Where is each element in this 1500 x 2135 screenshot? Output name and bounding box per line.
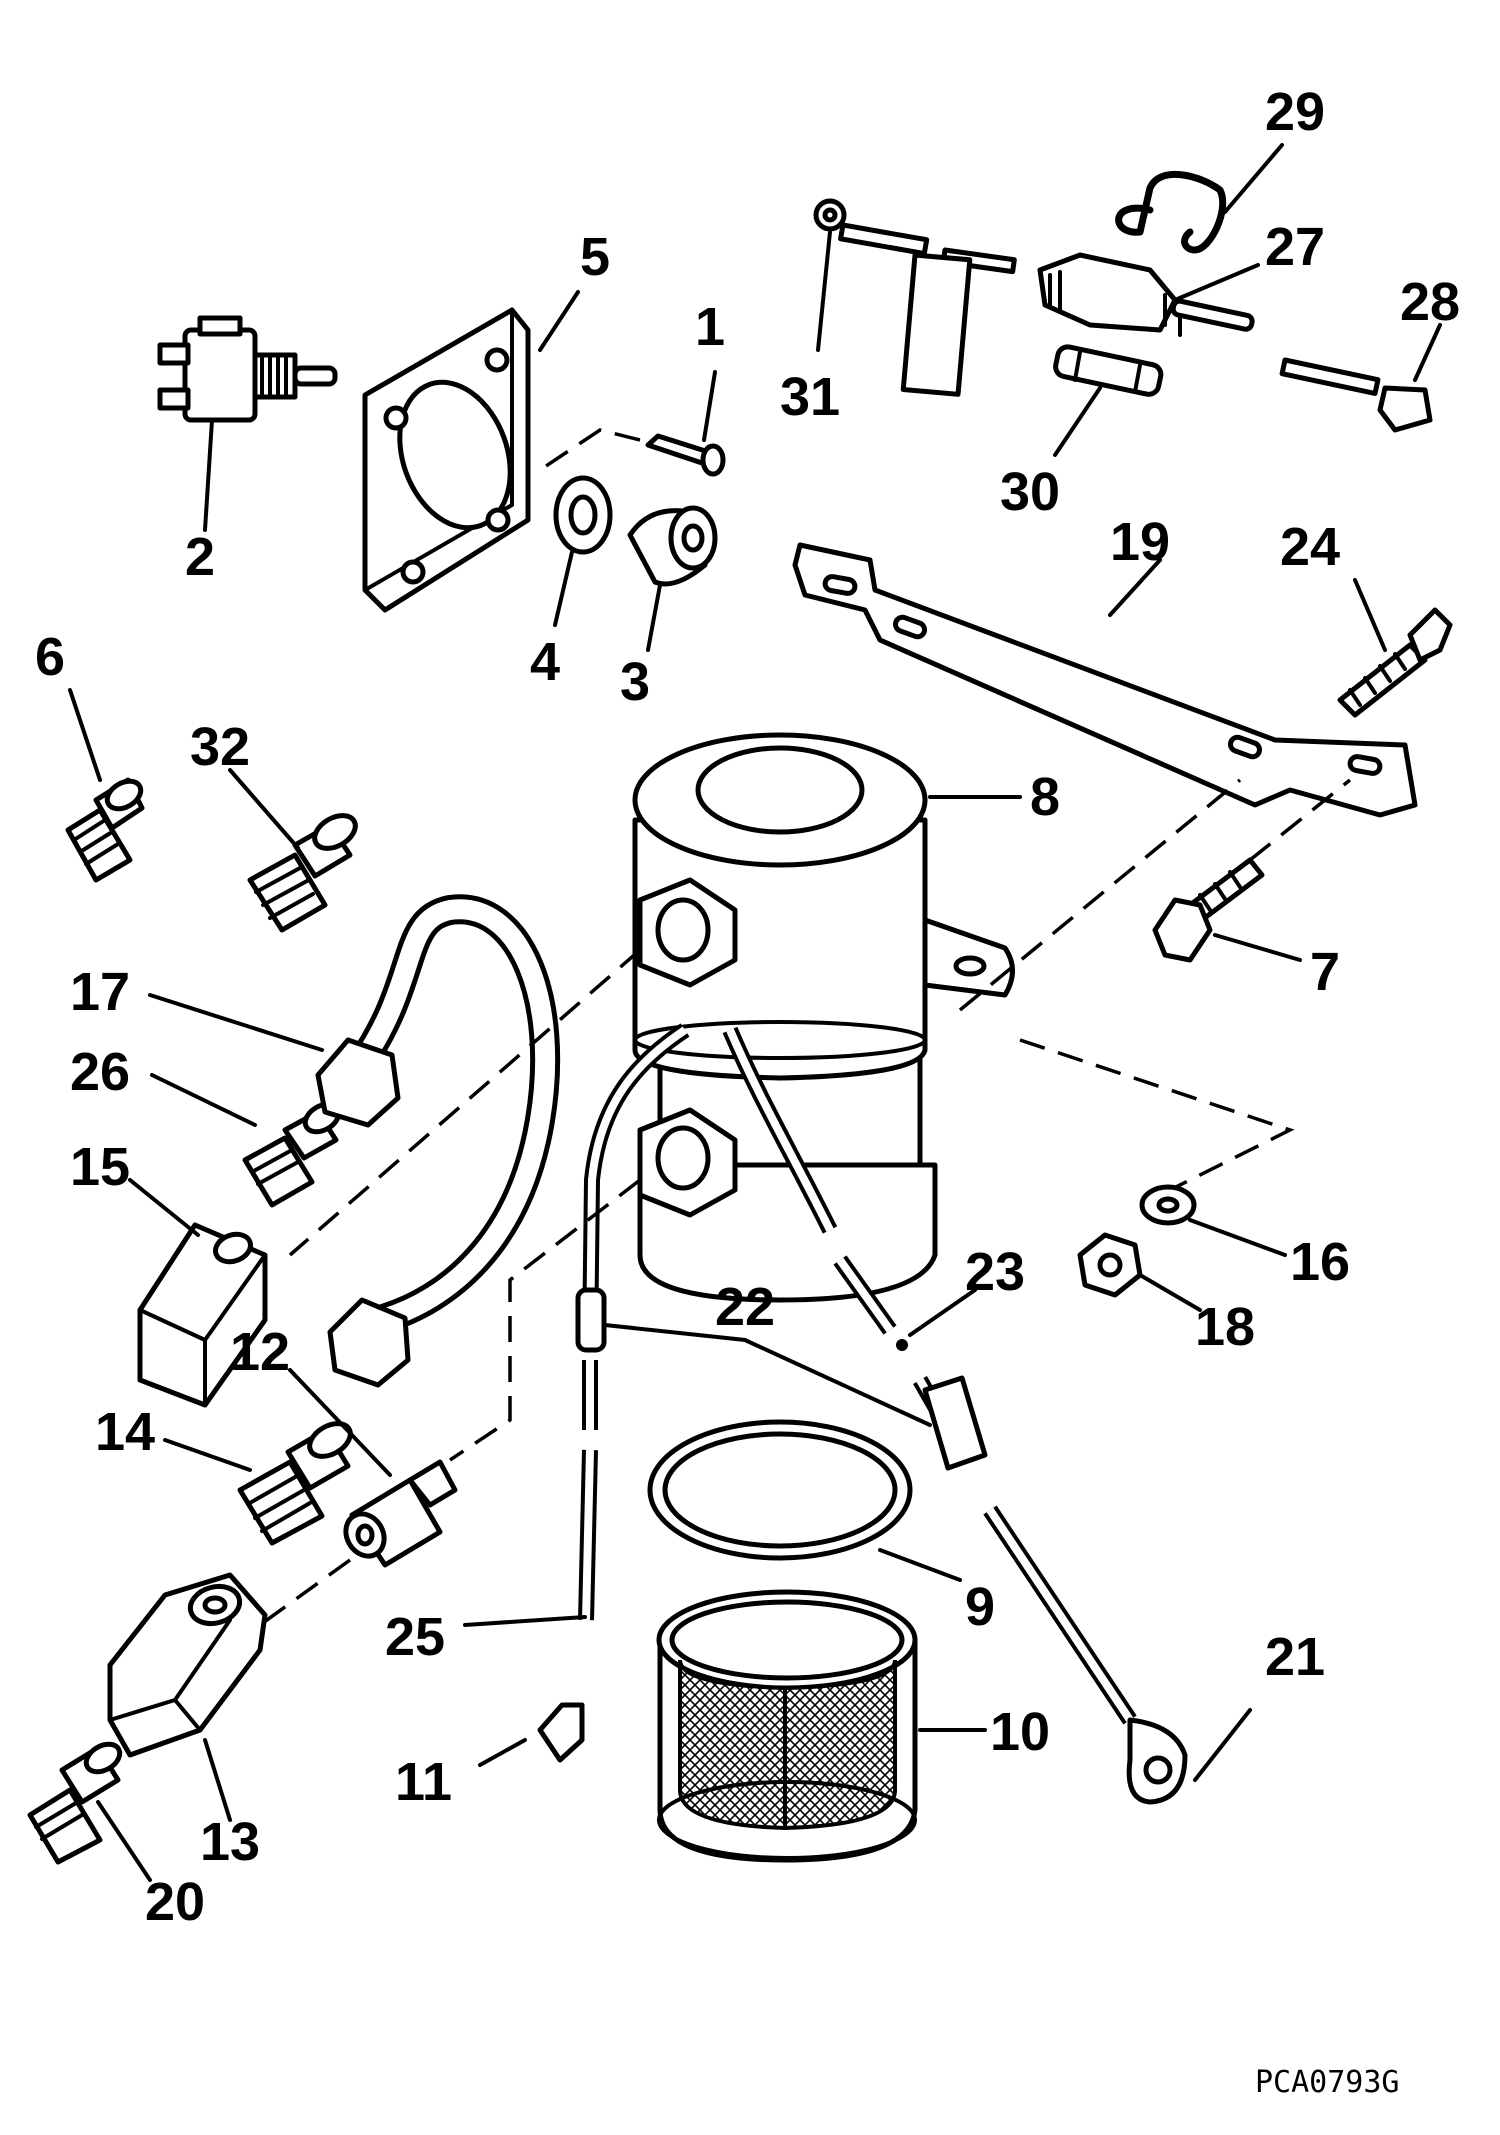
fuel-line-part-17	[315, 894, 561, 1388]
terminal-bead-23	[896, 1339, 908, 1351]
callout-labels: 1 2 3 4 5 6 7 8 9 10 11 12 13 14 15 16 1…	[35, 82, 1460, 1932]
callout-12: 12	[230, 1322, 290, 1382]
bolt-part-7	[1152, 857, 1265, 963]
callout-9: 9	[965, 1577, 995, 1637]
callout-20: 20	[145, 1872, 205, 1932]
fitting-part-20	[27, 1741, 123, 1865]
callout-30: 30	[1000, 462, 1060, 522]
fitting-part-32	[247, 813, 358, 933]
nut-part-18	[1077, 1232, 1143, 1298]
callout-2: 2	[185, 527, 215, 587]
callout-29: 29	[1265, 82, 1325, 142]
callout-31: 31	[780, 367, 840, 427]
fuse-holder-part-27	[900, 247, 1255, 397]
spring-clip-part-29	[1115, 170, 1227, 254]
callout-15: 15	[70, 1137, 130, 1197]
fuel-pump-body-part	[632, 732, 1015, 1303]
fuse-part-30	[1053, 344, 1164, 397]
callout-26: 26	[70, 1042, 130, 1102]
callout-14: 14	[95, 1402, 155, 1462]
callout-7: 7	[1310, 942, 1340, 1002]
callout-27: 27	[1265, 217, 1325, 277]
knob-part	[627, 505, 718, 587]
callout-11: 11	[395, 1752, 452, 1812]
toggle-switch-part	[157, 315, 338, 423]
screw-part	[645, 433, 726, 477]
bolt-part-24	[1337, 607, 1453, 718]
callout-22: 22	[715, 1277, 775, 1337]
callout-3: 3	[620, 652, 650, 712]
bracket-part	[792, 542, 1418, 818]
figure-code: PCA0793G	[1255, 2065, 1400, 2100]
nut-part	[553, 475, 613, 555]
o-ring-part	[647, 1419, 913, 1561]
fitting-part-6	[65, 777, 145, 883]
callout-19: 19	[1110, 512, 1170, 572]
callout-24: 24	[1280, 517, 1340, 577]
fitting-part-26	[242, 1101, 342, 1208]
callout-5: 5	[580, 227, 610, 287]
fitting-part-14	[237, 1421, 353, 1546]
callout-32: 32	[190, 717, 250, 777]
mounting-plate-part	[362, 307, 531, 613]
callout-21: 21	[1265, 1627, 1325, 1687]
washer-part-16	[1139, 1184, 1197, 1226]
callout-17: 17	[70, 962, 130, 1022]
callout-16: 16	[1290, 1232, 1350, 1292]
callout-6: 6	[35, 627, 65, 687]
ring-terminal-part-31	[813, 198, 930, 257]
callout-10: 10	[990, 1702, 1050, 1762]
block-fitting-part-15	[137, 1222, 268, 1408]
wiring-harness	[537, 1023, 1188, 1805]
callout-13: 13	[200, 1812, 260, 1872]
filter-screen-part	[656, 1589, 918, 1863]
callout-28: 28	[1400, 272, 1460, 332]
hex-fitting-part-13	[107, 1572, 268, 1758]
callout-4: 4	[530, 632, 560, 692]
callout-1: 1	[695, 297, 725, 357]
lead-terminal-part-28	[1279, 357, 1433, 433]
callout-8: 8	[1030, 767, 1060, 827]
fitting-part-12	[343, 1459, 458, 1568]
callout-23: 23	[965, 1242, 1025, 1302]
callout-18: 18	[1195, 1297, 1255, 1357]
callout-25: 25	[385, 1607, 445, 1667]
